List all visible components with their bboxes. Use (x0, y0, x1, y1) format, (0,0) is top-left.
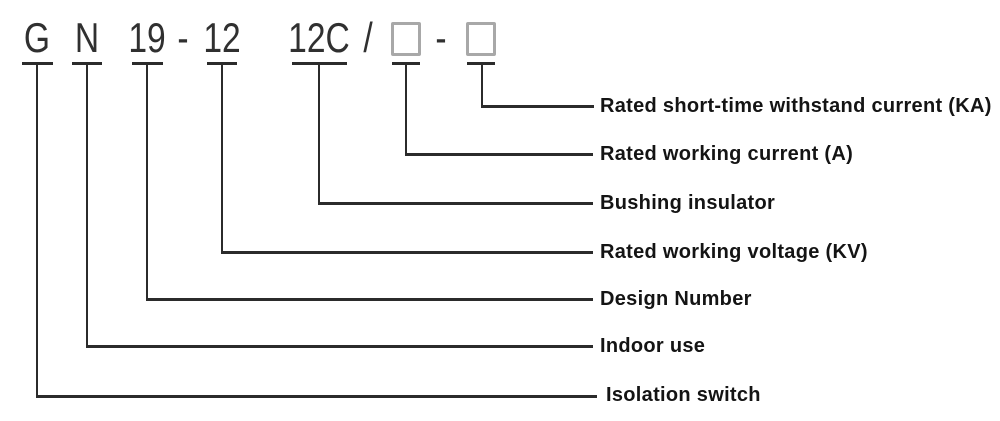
label-isolation-switch: Isolation switch (606, 384, 761, 406)
code-segment-rated-voltage: 12 (203, 14, 241, 61)
leader-line-isolation-switch (36, 65, 597, 398)
code-segment-bushing-insulator: 12C (288, 14, 350, 61)
leader-line-rated-current (405, 65, 593, 156)
code-underline-design-number (132, 62, 163, 65)
code-separator-hyphen-2: - (435, 14, 447, 61)
code-underline-indoor-use (72, 62, 102, 65)
code-separator-slash: / (363, 14, 373, 61)
leader-line-withstand-current (481, 65, 594, 108)
leader-line-indoor-use (86, 65, 593, 348)
label-indoor-use: Indoor use (600, 335, 706, 357)
code-segment-indoor-use: N (74, 14, 100, 61)
placeholder-box-rated-current (391, 22, 421, 56)
label-design-number: Design Number (600, 288, 752, 310)
code-underline-rated-voltage (207, 62, 237, 65)
label-withstand-current: Rated short-time withstand current (KA) (600, 95, 992, 117)
label-bushing-insulator: Bushing insulator (600, 192, 776, 214)
code-underline-rated-current (392, 62, 420, 65)
code-underline-isolation-switch (22, 62, 53, 65)
code-separator-hyphen: - (177, 14, 189, 61)
code-segment-design-number: 19 (128, 14, 166, 61)
code-underline-bushing-insulator (292, 62, 347, 65)
leader-line-rated-voltage (221, 65, 593, 254)
code-underline-withstand-current (467, 62, 495, 65)
label-rated-current: Rated working current (A) (600, 143, 854, 165)
code-segment-isolation-switch: G (23, 14, 51, 61)
placeholder-box-withstand-current (466, 22, 496, 56)
leader-line-design-number (146, 65, 593, 301)
label-rated-voltage: Rated working voltage (KV) (600, 241, 868, 263)
leader-line-bushing-insulator (318, 65, 593, 205)
